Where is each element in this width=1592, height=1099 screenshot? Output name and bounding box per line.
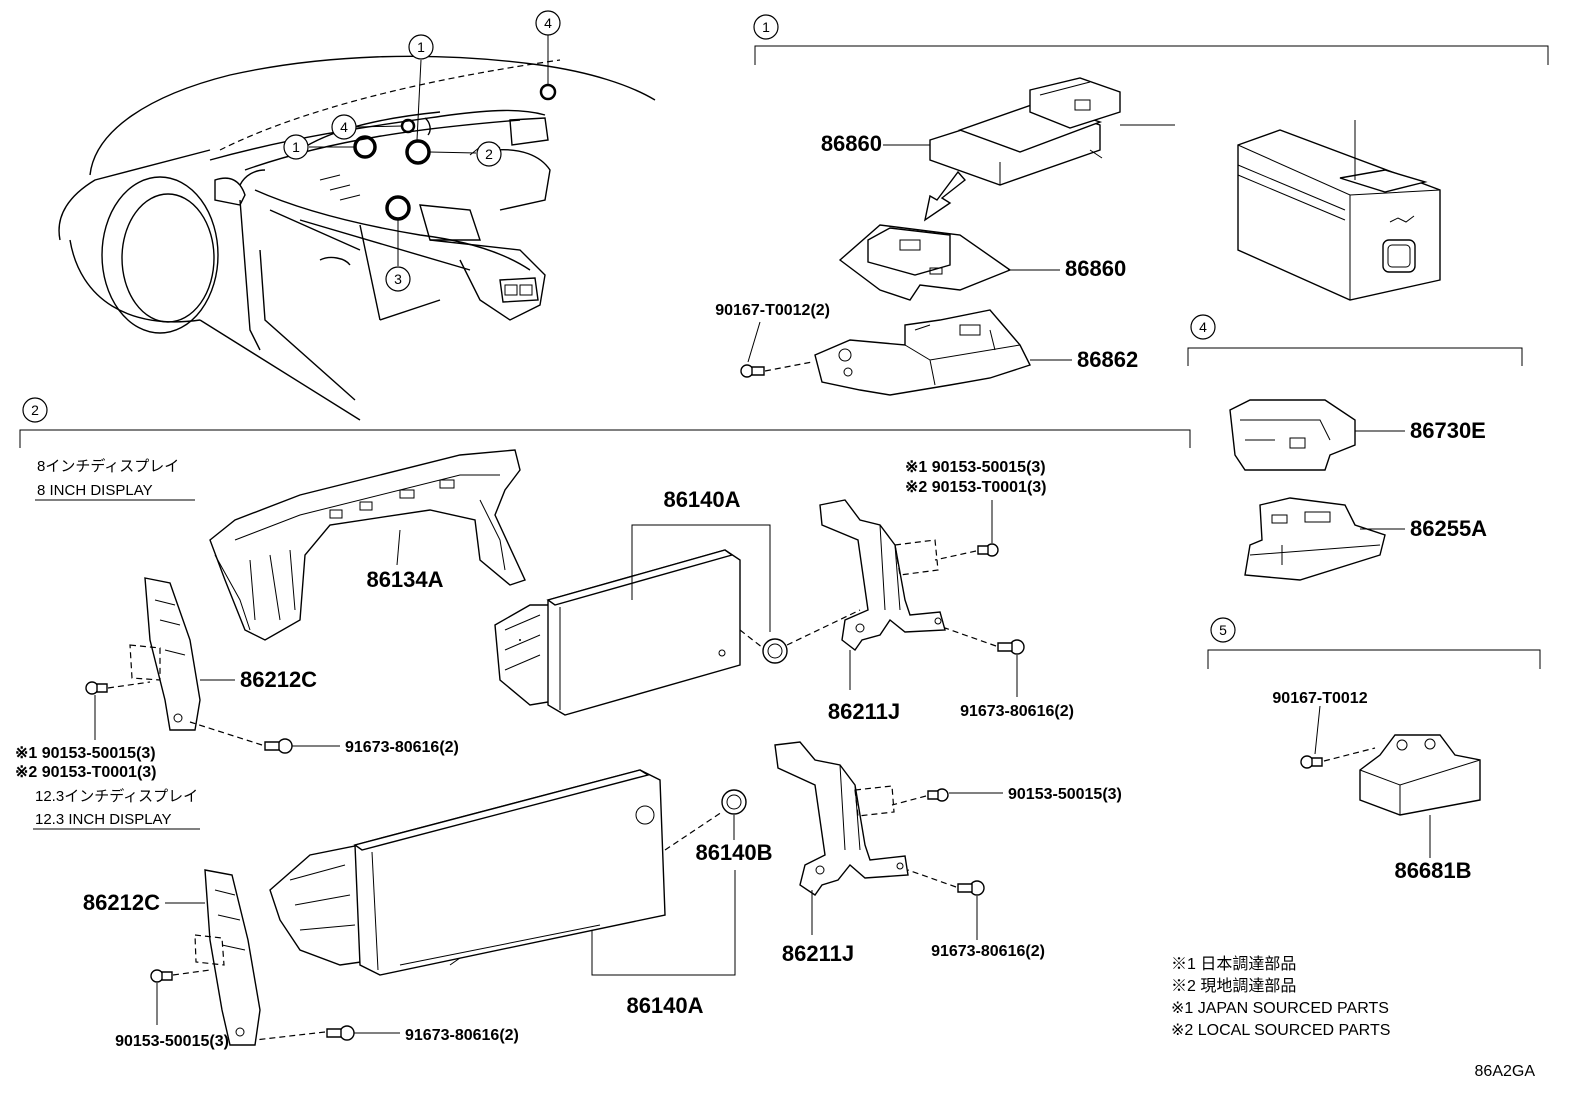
cap-86140B <box>721 789 747 815</box>
display8-en-label: 8 INCH DISPLAY <box>37 482 153 499</box>
overview-callout-3: 3 <box>385 266 411 292</box>
note-2-en: ※2 LOCAL SOURCED PARTS <box>1171 1022 1390 1039</box>
display12-en-label: 12.3 INCH DISPLAY <box>35 811 171 828</box>
bracket-86212C-12 <box>194 869 261 1046</box>
label-bolt-r8: 91673-80616(2) <box>960 703 1074 720</box>
label-screw-l8-b: ※2 90153-T0001(3) <box>15 764 157 781</box>
label-86860-bottom: 86860 <box>1065 256 1126 281</box>
label-86211J-12: 86211J <box>782 941 854 966</box>
bracket-86212C-8 <box>129 577 201 731</box>
label-86862: 86862 <box>1077 347 1138 372</box>
group-5-header: 5 <box>1207 617 1541 669</box>
label-86140B: 86140B <box>695 840 772 865</box>
label-screw-l12: 90153-50015(3) <box>115 1033 229 1050</box>
svg-text:5: 5 <box>1219 622 1227 638</box>
svg-text:2: 2 <box>485 146 493 162</box>
screw-right-8 <box>934 543 999 561</box>
label-90167-T0012-2: 90167-T0012(2) <box>715 302 830 319</box>
label-screw-r12: 90153-50015(3) <box>1008 786 1122 803</box>
label-90167-T0012-g5: 90167-T0012 <box>1272 690 1367 707</box>
bracket-86862 <box>814 309 1031 396</box>
svg-text:4: 4 <box>544 15 552 31</box>
label-86212C-8: 86212C <box>240 667 317 692</box>
svg-text:1: 1 <box>762 19 770 35</box>
label-86860-top: 86860 <box>821 131 882 156</box>
display12-jp-label: 12.3インチディスプレイ <box>35 787 198 805</box>
overview-callout-4a: 4 <box>331 114 357 140</box>
group-1-header: 1 <box>753 14 1549 65</box>
label-bolt-r12: 91673-80616(2) <box>931 943 1045 960</box>
label-screw-r8-b: ※2 90153-T0001(3) <box>905 479 1047 496</box>
screw-right-12 <box>891 788 949 806</box>
bolt-left-8 <box>189 721 293 754</box>
svg-text:1: 1 <box>417 39 425 55</box>
note-1-jp: ※1 日本調達部品 <box>1171 955 1296 973</box>
bolt-right-12 <box>907 869 985 896</box>
screw-left-8 <box>85 681 151 695</box>
label-86134A: 86134A <box>366 567 443 592</box>
display-86140A-8 <box>494 549 741 716</box>
usb-port-module <box>1237 120 1441 301</box>
label-86255A: 86255A <box>1410 516 1487 541</box>
svg-text:2: 2 <box>31 402 39 418</box>
svg-text:1: 1 <box>292 139 300 155</box>
cover-86255A <box>1244 497 1386 581</box>
label-bolt-l8: 91673-80616(2) <box>345 739 459 756</box>
svg-text:3: 3 <box>394 271 402 287</box>
label-86730E: 86730E <box>1410 418 1486 443</box>
bracket-86211J-8 <box>819 499 946 652</box>
switch-86730E <box>1229 399 1356 471</box>
svg-text:4: 4 <box>340 119 348 135</box>
cap-8 <box>762 638 788 664</box>
label-86681B: 86681B <box>1394 858 1471 883</box>
label-screw-r8-a: ※1 90153-50015(3) <box>905 459 1046 476</box>
label-bolt-l12: 91673-80616(2) <box>405 1027 519 1044</box>
car-interior-illustration <box>58 35 656 421</box>
screw-90167-T0012-g5 <box>1300 747 1376 769</box>
diagram-code: 86A2GA <box>1475 1063 1536 1080</box>
label-86212C-12: 86212C <box>83 890 160 915</box>
label-86140A-8: 86140A <box>663 487 740 512</box>
group-4-header: 4 <box>1187 314 1523 366</box>
module-86860-top <box>929 77 1175 186</box>
bezel-86134A <box>209 449 526 641</box>
unit-86681B <box>1359 734 1481 816</box>
label-86140A-12: 86140A <box>626 993 703 1018</box>
overview-callout-2: 2 <box>476 141 502 167</box>
group-2-header: 2 <box>19 397 1191 448</box>
label-86211J-8: 86211J <box>828 699 900 724</box>
arrow-down <box>923 170 967 222</box>
overview-callout-1a: 1 <box>408 34 434 60</box>
overview-callout-1b: 1 <box>283 134 309 160</box>
note-1-en: ※1 JAPAN SOURCED PARTS <box>1171 1000 1389 1017</box>
screw-left-12 <box>150 969 211 983</box>
display8-jp-label: 8インチディスプレイ <box>37 457 179 475</box>
screw-90167-T0012 <box>740 361 813 378</box>
module-86860-bottom <box>838 224 1012 301</box>
label-screw-l8-a: ※1 90153-50015(3) <box>15 745 156 762</box>
bolt-left-12 <box>254 1025 355 1041</box>
bracket-86211J-12 <box>774 741 909 896</box>
note-2-jp: ※2 現地調達部品 <box>1171 977 1296 995</box>
display-86140A-12 <box>269 769 666 976</box>
overview-callout-4b: 4 <box>535 10 561 36</box>
bolt-right-8 <box>944 627 1025 655</box>
svg-text:4: 4 <box>1199 319 1207 335</box>
